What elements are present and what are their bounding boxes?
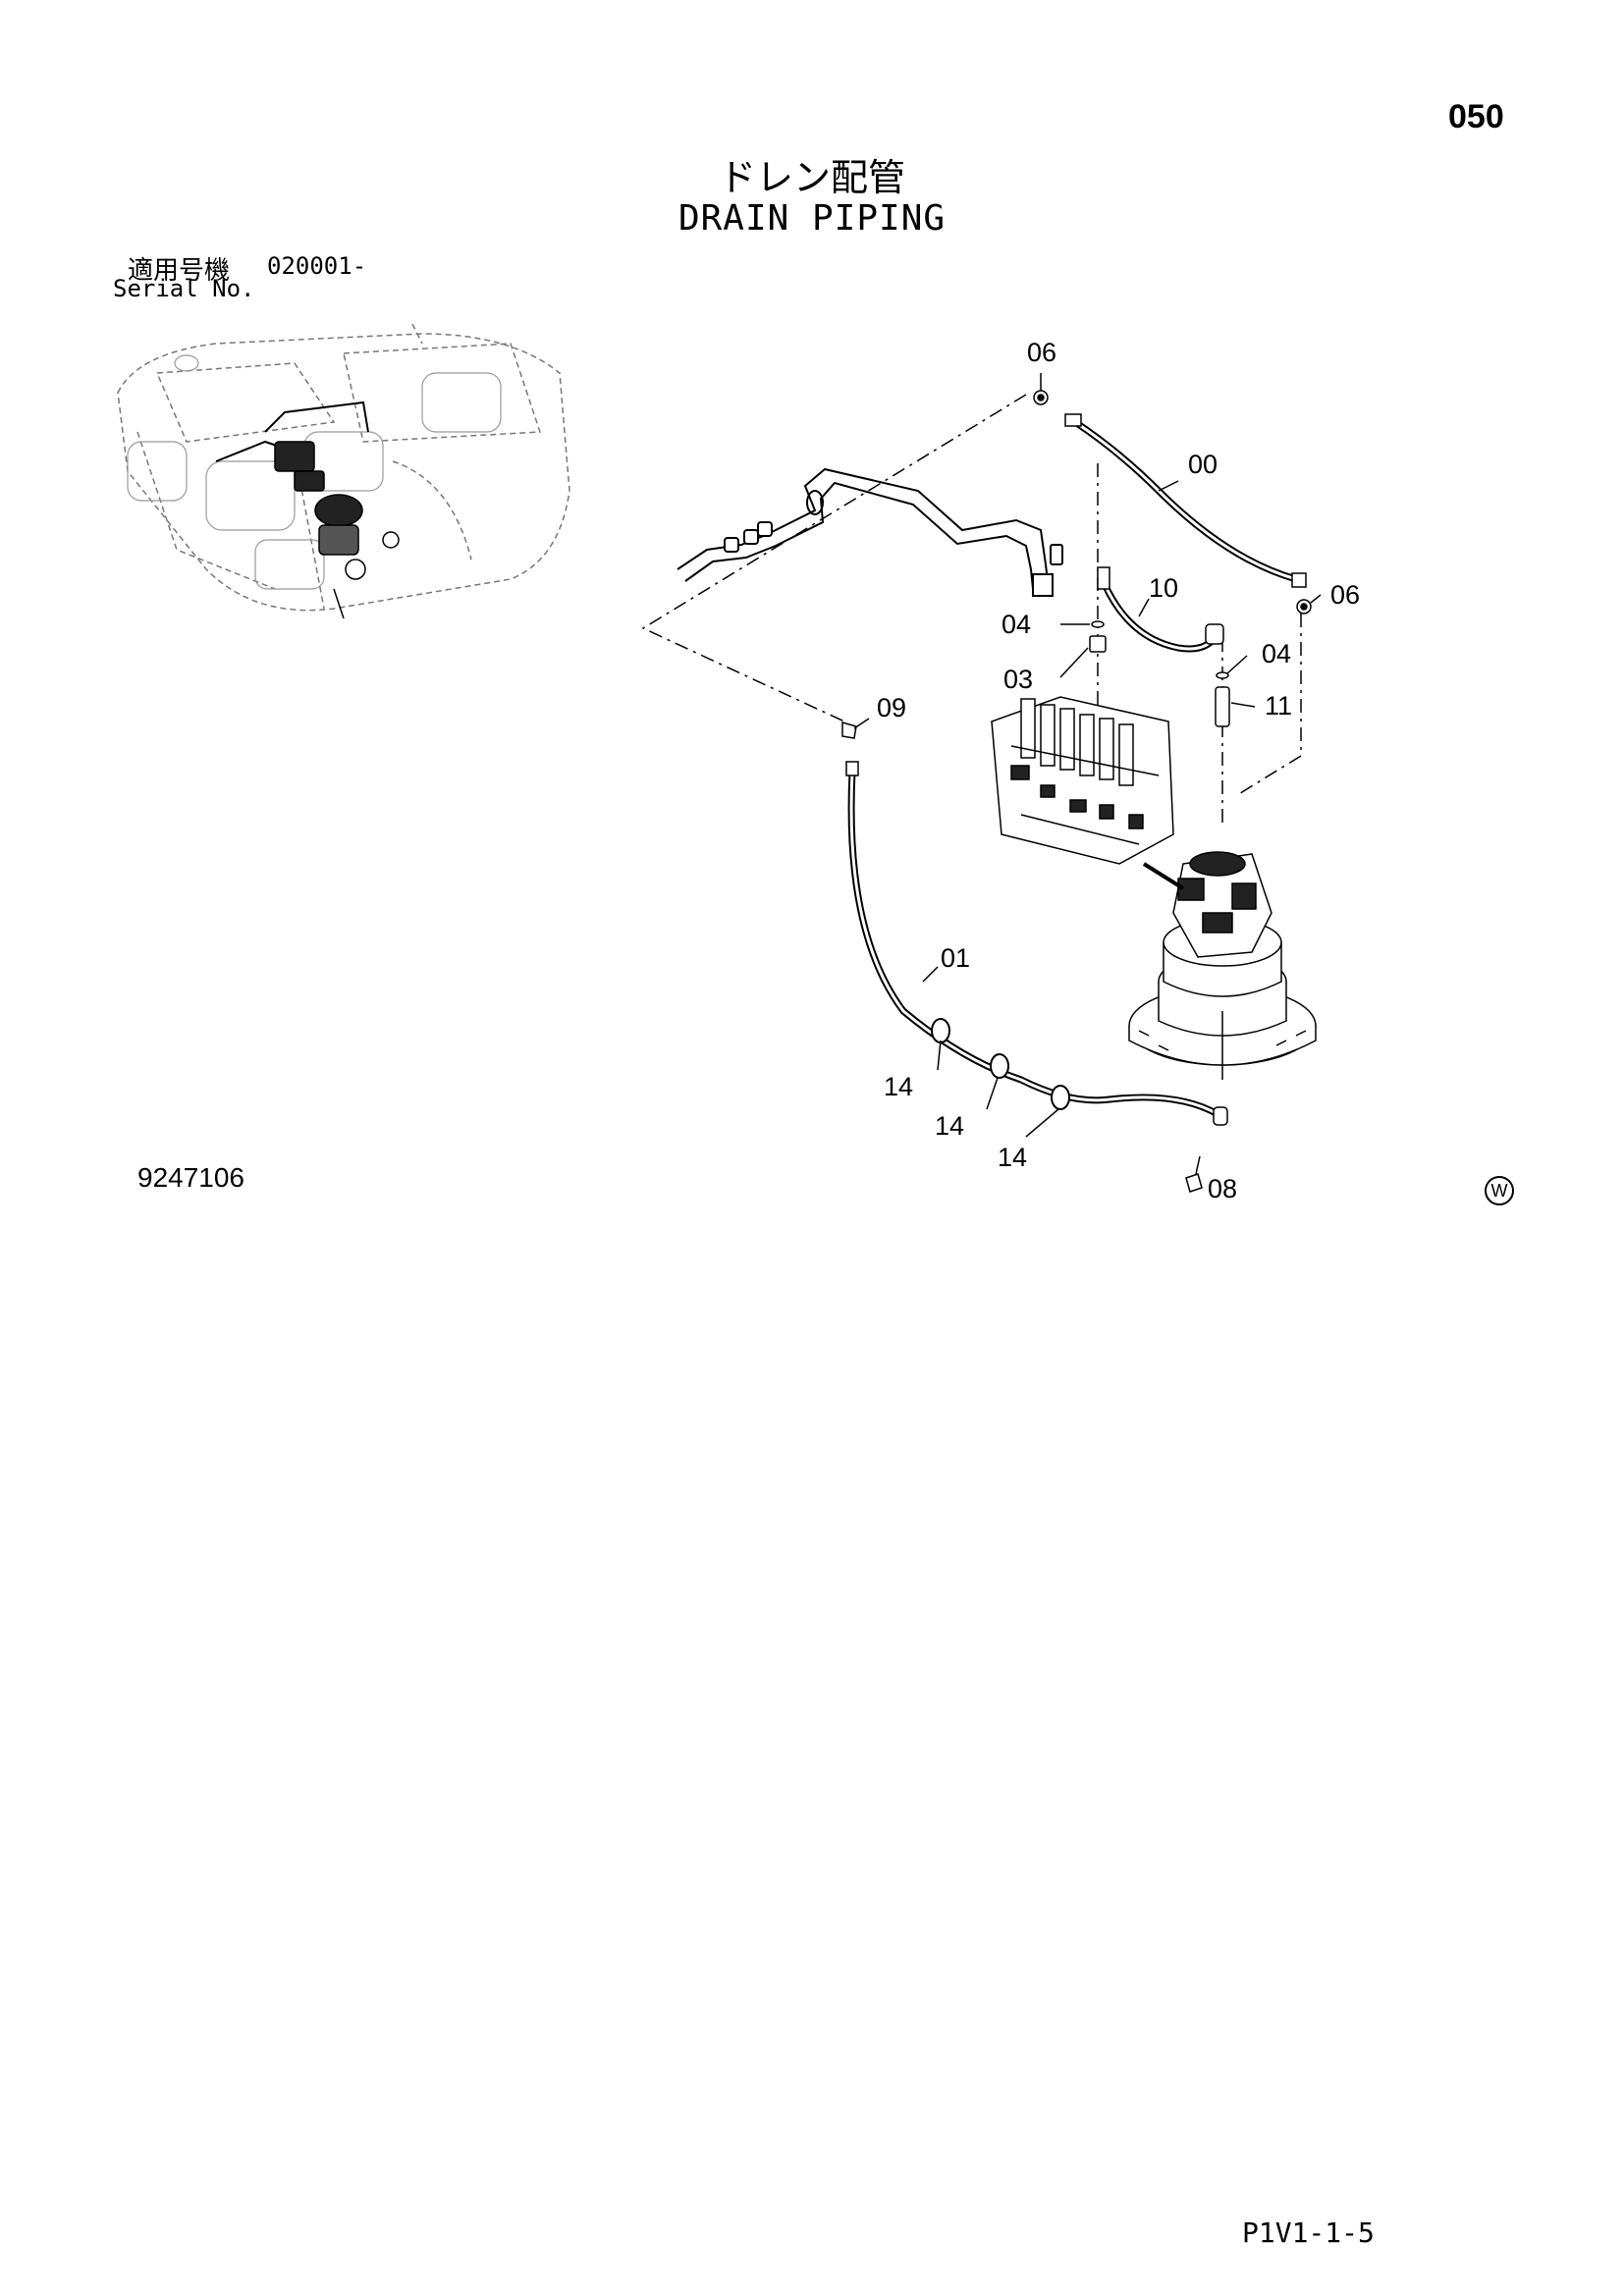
page-title-english: DRAIN PIPING (677, 198, 947, 239)
serial-label-english: Serial No. (113, 275, 255, 302)
hose-00 (1064, 413, 1307, 588)
callout-03: 03 (1003, 665, 1033, 694)
callout-11: 11 (1265, 691, 1292, 721)
machine-overview-illustration (117, 323, 570, 619)
callout-04-left: 04 (1001, 610, 1031, 639)
fittings (841, 390, 1312, 1193)
figure-number: 9247106 (137, 1162, 245, 1193)
hose-10 (1097, 566, 1224, 653)
serial-range: 020001- (267, 252, 367, 280)
callout-01: 01 (941, 943, 970, 973)
callout-10: 10 (1149, 573, 1178, 603)
serial-label-japanese: 適用号機 (128, 256, 231, 286)
callout-14-b: 14 (935, 1111, 964, 1141)
callout-leaders (853, 373, 1322, 1175)
control-valve (991, 696, 1174, 865)
callout-14-c: 14 (998, 1143, 1027, 1172)
callout-09: 09 (877, 693, 906, 722)
callout-06-right: 06 (1330, 580, 1360, 610)
callout-04-right: 04 (1262, 639, 1291, 668)
callout-14-a: 14 (884, 1072, 913, 1101)
page-number: 050 (1448, 98, 1504, 135)
callout-00: 00 (1188, 450, 1218, 479)
callout-06-top: 06 (1027, 338, 1056, 367)
drain-piping-exploded-diagram: 06 00 06 10 04 03 04 11 09 01 14 14 14 0… (641, 338, 1360, 1203)
hose-clamps-14 (931, 1018, 1070, 1110)
upper-steel-pipe (677, 467, 1063, 597)
w-mark-badge: W (1485, 1176, 1514, 1205)
swing-motor-assembly (1128, 851, 1317, 1080)
page-code: P1V1-1-5 (1242, 2216, 1375, 2249)
page-title-japanese: ドレン配管 (718, 156, 905, 199)
callout-08: 08 (1208, 1174, 1237, 1203)
